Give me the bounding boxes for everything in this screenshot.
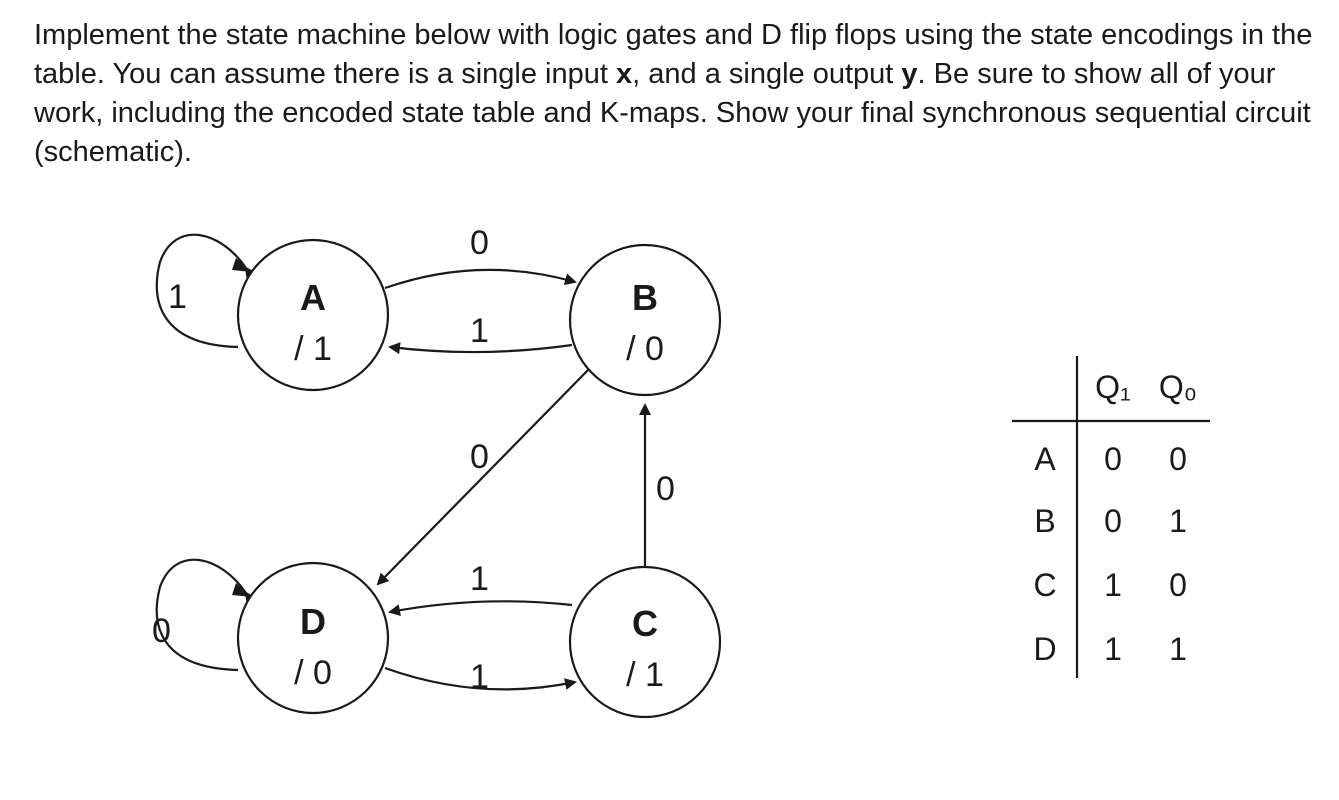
row-q0: 1: [1169, 631, 1187, 667]
row-q1: 1: [1104, 567, 1122, 603]
state-d-output: / 0: [294, 654, 332, 692]
output-variable: y: [901, 58, 918, 90]
row-q1: 0: [1104, 503, 1122, 539]
label-b-to-d: 0: [470, 438, 489, 476]
state-a-name: A: [300, 277, 326, 318]
arrowhead-a-self: [232, 258, 252, 272]
row-state: D: [1033, 631, 1056, 667]
problem-statement: Implement the state machine below with l…: [34, 16, 1324, 172]
problem-text-1: Implement the state machine below with l…: [34, 19, 1313, 90]
state-d-name: D: [300, 601, 326, 642]
row-state: A: [1034, 441, 1056, 477]
header-q1: Q₁: [1095, 369, 1131, 405]
label-a-self: 1: [168, 278, 187, 316]
header-q0: Q₀: [1159, 369, 1197, 405]
row-q0: 1: [1169, 503, 1187, 539]
label-b-to-a: 1: [470, 312, 489, 350]
transition-d-to-c: [384, 666, 577, 691]
label-d-to-c: 1: [470, 658, 489, 696]
row-state: C: [1033, 567, 1056, 603]
transition-d-self: [155, 558, 257, 672]
label-c-to-b: 0: [656, 470, 675, 508]
label-c-to-d: 1: [470, 560, 489, 598]
state-b-output: / 0: [626, 330, 664, 368]
state-b: B / 0: [568, 243, 722, 397]
state-c-name: C: [632, 603, 658, 644]
row-q1: 0: [1104, 441, 1122, 477]
problem-text-3: . Be sure to show all of your work, incl…: [34, 58, 1311, 168]
state-c-output: / 1: [626, 656, 664, 694]
transition-b-to-a: [388, 342, 573, 355]
state-c: C / 1: [568, 565, 722, 719]
transition-a-self: [155, 233, 257, 349]
label-a-to-b: 0: [470, 224, 489, 262]
state-d: D / 0: [236, 561, 390, 715]
encoding-table: Q₁ Q₀ A 0 0 B 0 1 C 1 0 D 1 1: [1012, 356, 1210, 678]
transition-c-to-d: [388, 600, 573, 617]
arrowhead-d-self: [232, 583, 252, 597]
transition-b-to-d: [376, 367, 591, 586]
row-q0: 0: [1169, 441, 1187, 477]
row-state: B: [1034, 503, 1055, 539]
problem-text-2: , and a single output: [632, 58, 902, 90]
input-variable: x: [616, 58, 633, 90]
state-a: A / 1: [236, 238, 390, 392]
state-b-name: B: [632, 277, 658, 318]
row-q1: 1: [1104, 631, 1122, 667]
row-q0: 0: [1169, 567, 1187, 603]
transition-a-to-b: [384, 268, 577, 290]
label-d-self: 0: [152, 612, 171, 650]
state-a-output: / 1: [294, 330, 332, 368]
